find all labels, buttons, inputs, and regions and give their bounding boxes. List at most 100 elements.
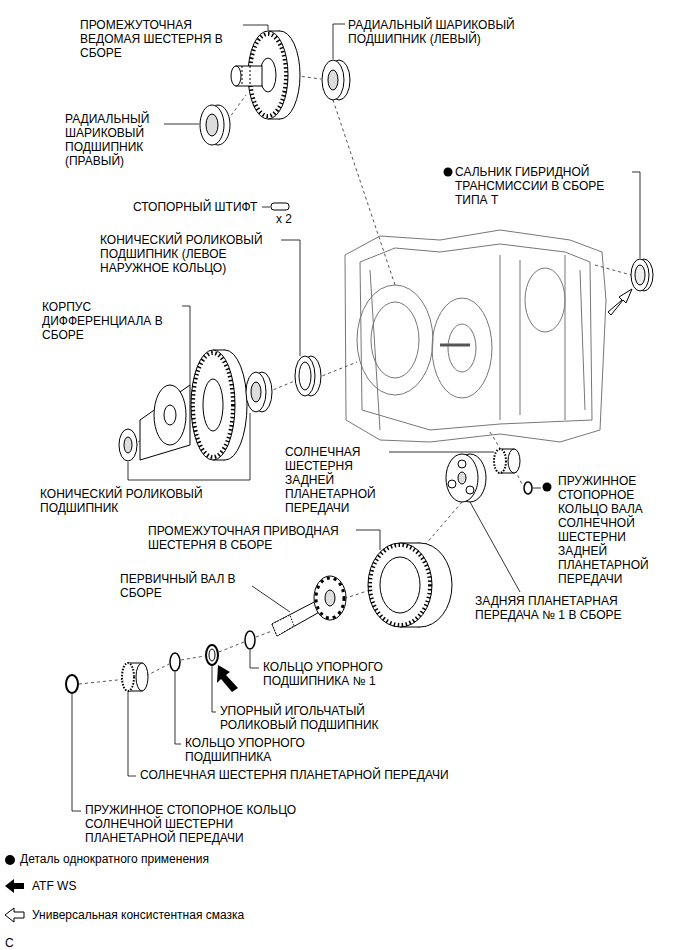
ball-bearing-left [328, 70, 338, 90]
rear-planetary [466, 486, 474, 494]
rear-planetary [446, 454, 478, 502]
input-shaft [325, 590, 335, 606]
part-label: СТОПОРНЫЙ ШТИФТ [133, 200, 257, 214]
assembly-guide [490, 432, 500, 448]
part-label: РАДИАЛЬНЫЙ ШАРИКОВЫЙ ПОДШИПНИК (ЛЕВЫЙ) [348, 18, 523, 46]
one-time-use-mark [543, 483, 552, 492]
ball-bearing-left [322, 60, 350, 100]
idler-driven-gear [231, 31, 300, 119]
input-shaft [314, 576, 346, 620]
needle-bearing [209, 649, 215, 661]
oil-seal [631, 259, 653, 291]
assembly-guide [346, 590, 370, 598]
legend-text: ATF WS [32, 879, 76, 893]
sun-gear [122, 663, 148, 691]
differential-case [154, 385, 186, 445]
part-label: КОЛЬЦО УПОРНОГО ПОДШИПНИКА № 1 [263, 660, 403, 688]
differential-case [191, 350, 235, 460]
transmission-case [440, 344, 470, 347]
transmission-case [345, 230, 606, 442]
rear-sun-gear [494, 449, 506, 473]
part-label: ПЕРВИЧНЫЙ ВАЛ В СБОРЕ [120, 572, 250, 600]
part-label: РАДИАЛЬНЫЙ ШАРИКОВЫЙ ПОДШИПНИК (ПРАВЫЙ) [65, 112, 160, 168]
differential-case [164, 405, 176, 425]
part-label: СОЛНЕЧНАЯ ШЕСТЕРНЯ ЗАДНЕЙ ПЛАНЕТАРНОЙ ПЕ… [285, 445, 385, 515]
leader-line [128, 692, 136, 776]
leader-line [250, 650, 259, 668]
legend-symbol [5, 908, 24, 922]
outer-race [295, 356, 315, 396]
leader-line [389, 452, 494, 453]
straight-pin [271, 203, 289, 210]
part-label: КОЛЬЦО УПОРНОГО ПОДШИПНИКА [185, 736, 325, 764]
straight-pin [271, 203, 289, 210]
part-label: ПРУЖИННОЕ СТОПОРНОЕ КОЛЬЦО СОЛНЕЧНОЙ ШЕС… [85, 803, 313, 845]
idler-driven-gear [242, 66, 243, 86]
transmission-case [345, 230, 606, 442]
rear-sun-gear [508, 449, 520, 473]
snap-ring [66, 675, 78, 693]
legend-symbol [5, 855, 15, 865]
rear-planetary [446, 454, 486, 502]
idler-drive-gear [368, 543, 432, 627]
thrust-race-1 [245, 631, 255, 649]
rear-planetary [458, 472, 466, 484]
sun-gear [122, 663, 134, 691]
sun-gear [136, 663, 148, 691]
transmission-case [500, 255, 565, 420]
assembly-guide [219, 642, 244, 652]
ball-bearing-right [206, 114, 218, 136]
idler-drive-gear [380, 557, 420, 613]
leader-line [72, 24, 640, 811]
leader-line [252, 586, 290, 612]
assembly-guide [79, 679, 127, 684]
differential-case [246, 372, 266, 412]
leader-line [182, 306, 190, 385]
transmission-case [448, 324, 476, 372]
atf-arrow [217, 665, 238, 692]
rear-planetary [448, 480, 456, 488]
leader-line [281, 240, 300, 356]
assembly-guide [333, 100, 395, 285]
leader-line [212, 666, 216, 712]
leader-line [128, 413, 250, 480]
leader-line [72, 694, 81, 811]
atf-arrow [217, 665, 238, 692]
part-label: УПОРНЫЙ ИГОЛЬЧАТЫЙ РОЛИКОВЫЙ ПОДШИПНИК [220, 704, 392, 732]
thrust-race [170, 653, 180, 671]
rear-sun-gear [494, 449, 520, 473]
leader-line [470, 502, 520, 592]
differential-case [119, 350, 272, 461]
needle-bearing [206, 645, 218, 665]
differential-case [119, 429, 137, 461]
transmission-case [360, 244, 592, 430]
snap-ring [66, 675, 78, 693]
part-label: ПРОМЕЖУТОЧНАЯ ВЕДОМАЯ ШЕСТЕРНЯ В СБОРЕ [80, 18, 240, 60]
one-time-use-mark [444, 168, 552, 492]
assembly-guide [425, 502, 462, 545]
part-label: СОЛНЕЧНАЯ ШЕСТЕРНЯ ПЛАНЕТАРНОЙ ПЕРЕДАЧИ [140, 768, 449, 782]
leader-line [243, 25, 268, 30]
outer-race [295, 356, 321, 396]
leader-line [533, 488, 541, 489]
idler-drive-gear [370, 545, 430, 625]
differential-case [124, 437, 132, 453]
transmission-case [357, 285, 433, 395]
needle-bearing [206, 645, 218, 665]
part-label: ПРОМЕЖУТОЧНАЯ ПРИВОДНАЯ ШЕСТЕРНЯ В СБОРЕ [148, 524, 353, 552]
part-label: САЛЬНИК ГИБРИДНОЙ ТРАНСМИССИИ В СБОРЕ ТИ… [455, 165, 630, 207]
part-label: ЗАДНЯЯ ПЛАНЕТАРНАЯ ПЕРЕДАЧА № 1 В СБОРЕ [475, 594, 660, 622]
input-shaft [272, 615, 294, 636]
leader-line [356, 530, 380, 550]
snap-ring [524, 482, 532, 494]
oil-seal [635, 265, 645, 285]
assembly-guide [146, 664, 169, 676]
idler-driven-gear [231, 66, 241, 86]
part-label: ПРУЖИННОЕ СТОПОРНОЕ КОЛЬЦО ВАЛА СОЛНЕЧНО… [558, 474, 670, 586]
grease-arrow [608, 289, 632, 315]
transmission-case [432, 298, 492, 398]
leader-line [333, 24, 345, 59]
idler-drive-gear [368, 543, 452, 627]
ball-bearing-left [322, 60, 344, 100]
ball-bearing-right [200, 105, 224, 145]
